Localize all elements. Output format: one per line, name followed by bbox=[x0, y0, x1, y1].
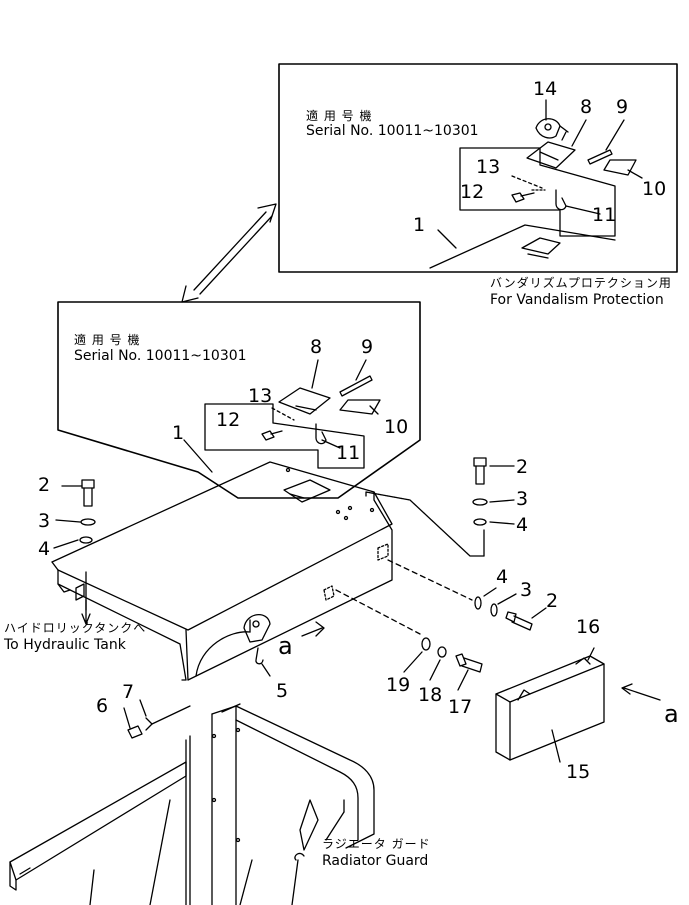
inset-top-applicable-label: 適 用 号 機 bbox=[306, 109, 373, 123]
callout-3-left: 3 bbox=[38, 510, 51, 532]
callout-1-main: 1 bbox=[172, 422, 185, 444]
view-letter-a-right: a bbox=[664, 700, 679, 728]
callout-16: 16 bbox=[576, 616, 601, 638]
inset-main-serial-label: Serial No. 10011~10301 bbox=[74, 348, 247, 364]
callout-13-main: 13 bbox=[248, 385, 273, 407]
callout-11-top: 11 bbox=[592, 204, 617, 226]
callout-11-main: 11 bbox=[336, 442, 361, 464]
callout-1-top: 1 bbox=[413, 214, 426, 236]
callout-3-right-side: 3 bbox=[520, 579, 533, 601]
callout-19: 19 bbox=[386, 674, 411, 696]
callout-12-main: 12 bbox=[216, 409, 241, 431]
callout-4-left: 4 bbox=[38, 538, 51, 560]
callout-8-main: 8 bbox=[310, 336, 323, 358]
callout-2-right-side: 2 bbox=[546, 590, 559, 612]
hydraulic-tank-label-jp: ハイドロリックタンクへ bbox=[4, 621, 147, 635]
callout-6: 6 bbox=[96, 695, 109, 717]
main-cover-assembly bbox=[51, 439, 485, 681]
inset-main-applicable-label: 適 用 号 機 bbox=[74, 333, 141, 347]
hardware-6-7 bbox=[123, 699, 191, 739]
vandalism-caption-en: For Vandalism Protection bbox=[490, 292, 664, 308]
callout-15: 15 bbox=[566, 761, 591, 783]
callout-9-main: 9 bbox=[361, 336, 374, 358]
hardware-17-18-19 bbox=[403, 637, 483, 691]
callout-2-left: 2 bbox=[38, 474, 51, 496]
callout-3-right-top: 3 bbox=[516, 488, 529, 510]
callout-10-top: 10 bbox=[642, 178, 667, 200]
left-hardware bbox=[53, 479, 96, 549]
connection-arrow bbox=[181, 203, 277, 303]
callout-4-right-top: 4 bbox=[516, 514, 529, 536]
callout-13-top: 13 bbox=[476, 156, 501, 178]
radiator-guard-label-jp: ラジエータ ガード bbox=[322, 837, 431, 851]
callout-7: 7 bbox=[122, 681, 135, 703]
inset-vandalism-protection bbox=[278, 63, 678, 273]
radiator-guard-label-en: Radiator Guard bbox=[322, 853, 429, 869]
view-letter-a-left: a bbox=[278, 632, 293, 660]
radiator-guard-frame bbox=[9, 703, 375, 905]
callout-14-top: 14 bbox=[533, 78, 558, 100]
inset-top-serial-label: Serial No. 10011~10301 bbox=[306, 123, 479, 139]
callout-10-main: 10 bbox=[384, 416, 409, 438]
vandalism-caption-jp: バンダリズムプロテクション用 bbox=[490, 276, 672, 290]
right-hardware-side bbox=[474, 587, 547, 631]
callout-4-right-side: 4 bbox=[496, 566, 509, 588]
panel-15 bbox=[495, 647, 661, 763]
callout-12-top: 12 bbox=[460, 181, 485, 203]
callout-17: 17 bbox=[448, 696, 473, 718]
callout-5: 5 bbox=[276, 680, 289, 702]
callout-9-top: 9 bbox=[616, 96, 629, 118]
callout-2-right-top: 2 bbox=[516, 456, 529, 478]
inset-serial bbox=[57, 301, 421, 499]
hydraulic-tank-label-en: To Hydraulic Tank bbox=[4, 637, 126, 653]
callout-18: 18 bbox=[418, 684, 443, 706]
right-hardware-top bbox=[472, 457, 515, 526]
callout-8-top: 8 bbox=[580, 96, 593, 118]
